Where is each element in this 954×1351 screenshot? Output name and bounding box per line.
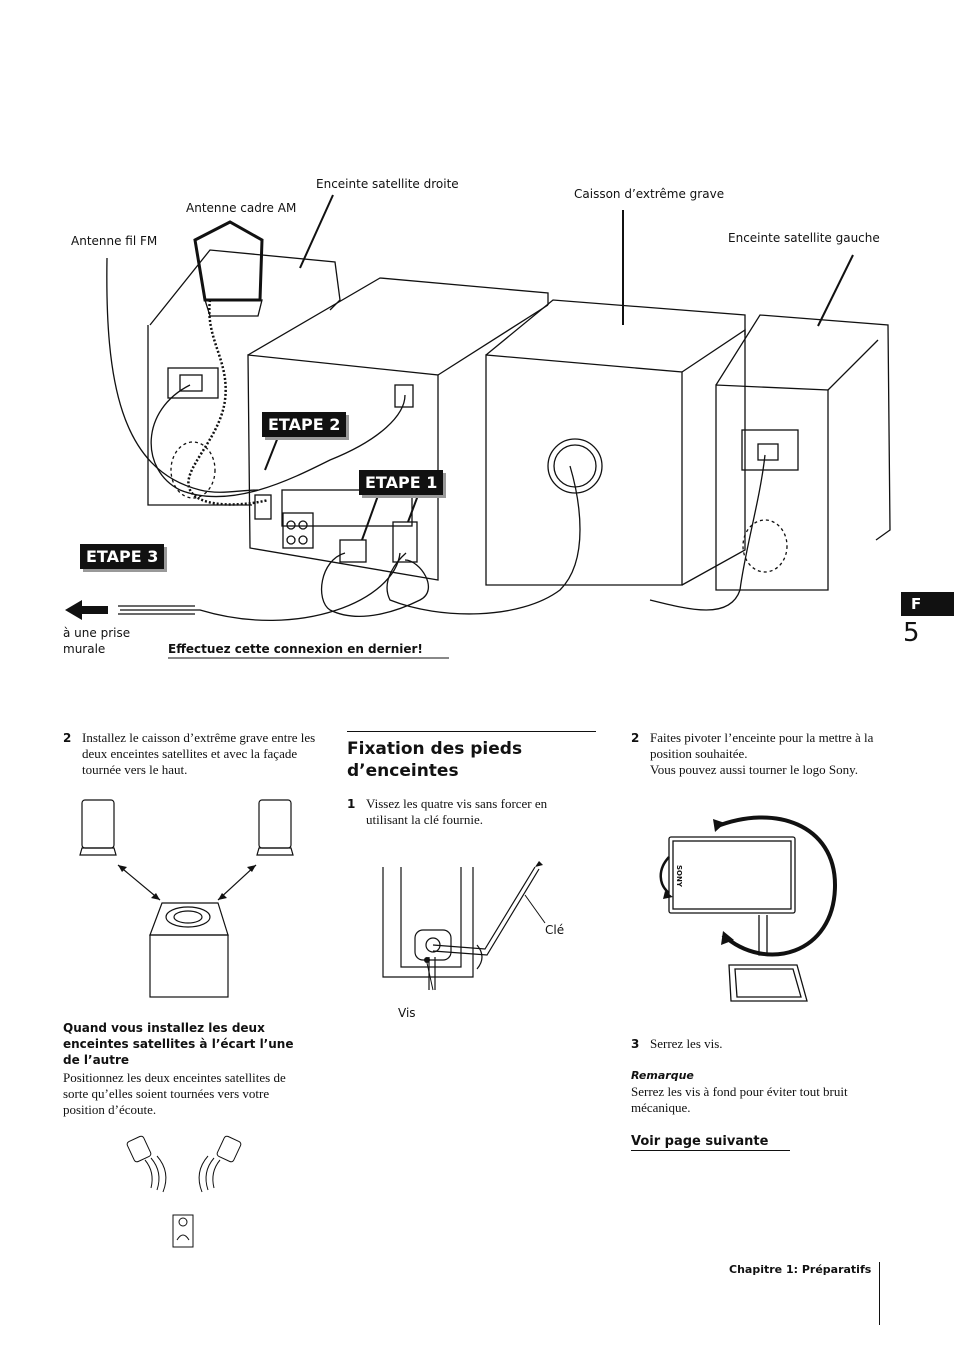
rotate-speaker-illustration: SONY (659, 815, 838, 1002)
right-step2-text2: Vous pouvez aussi tourner le logo Sony. (650, 762, 858, 777)
sony-logo-text: SONY (675, 865, 683, 888)
etape-2-badge: ETAPE 2 (262, 412, 347, 437)
right-step3-number: 3 (631, 1037, 640, 1051)
label-wall-outlet-2: murale (63, 642, 106, 656)
footer-chapter: Chapitre 1: Préparatifs (729, 1263, 872, 1276)
left-step-text: Installez le caisson d’extrême grave ent… (82, 730, 316, 777)
section-heading-line1: Fixation des pieds (347, 739, 523, 759)
label-last-connection: Effectuez cette connexion en dernier! (168, 642, 423, 656)
language-tab: F (901, 592, 954, 616)
note-text: Serrez les vis à fond pour éviter tout b… (631, 1084, 848, 1115)
middle-step-number: 1 (347, 797, 356, 811)
label-am-antenna: Antenne cadre AM (186, 201, 297, 215)
continue-link-underline (631, 1150, 790, 1151)
left-paragraph: Positionnez les deux enceintes satellite… (63, 1070, 286, 1117)
label-key: Clé (545, 923, 565, 937)
left-step-number: 2 (63, 731, 72, 745)
language-tab-letter: F (911, 595, 922, 613)
page-number: 5 (903, 618, 920, 648)
footer-rule (879, 1262, 880, 1325)
etape-3-badge: ETAPE 3 (80, 544, 165, 569)
right-step2-text: Faites pivoter l’enceinte pour la mettre… (650, 730, 874, 761)
left-subheading: Quand vous installez les deux enceintes … (63, 1021, 294, 1067)
middle-step-text: Vissez les quatre vis sans forcer en uti… (366, 796, 548, 827)
section-rule (347, 731, 596, 732)
speaker-arrangement-illustration (79, 799, 294, 998)
label-wall-outlet-1: à une prise (63, 626, 131, 640)
label-fm-antenna: Antenne fil FM (71, 234, 158, 248)
section-heading-line2: d’enceintes (347, 761, 459, 781)
etape-1-badge: ETAPE 1 (359, 470, 444, 495)
label-left-satellite: Enceinte satellite gauche (728, 231, 880, 245)
label-subwoofer: Caisson d’extrême grave (574, 187, 725, 201)
label-screw: Vis (398, 1006, 416, 1020)
note-title: Remarque (631, 1069, 694, 1082)
label-right-satellite: Enceinte satellite droite (316, 177, 459, 191)
connection-diagram (65, 194, 891, 659)
right-step3-text: Serrez les vis. (650, 1036, 723, 1051)
wrench-illustration (382, 861, 546, 991)
listening-position-illustration (126, 1135, 242, 1248)
continue-link[interactable]: Voir page suivante (631, 1134, 769, 1149)
right-step2-number: 2 (631, 731, 640, 745)
